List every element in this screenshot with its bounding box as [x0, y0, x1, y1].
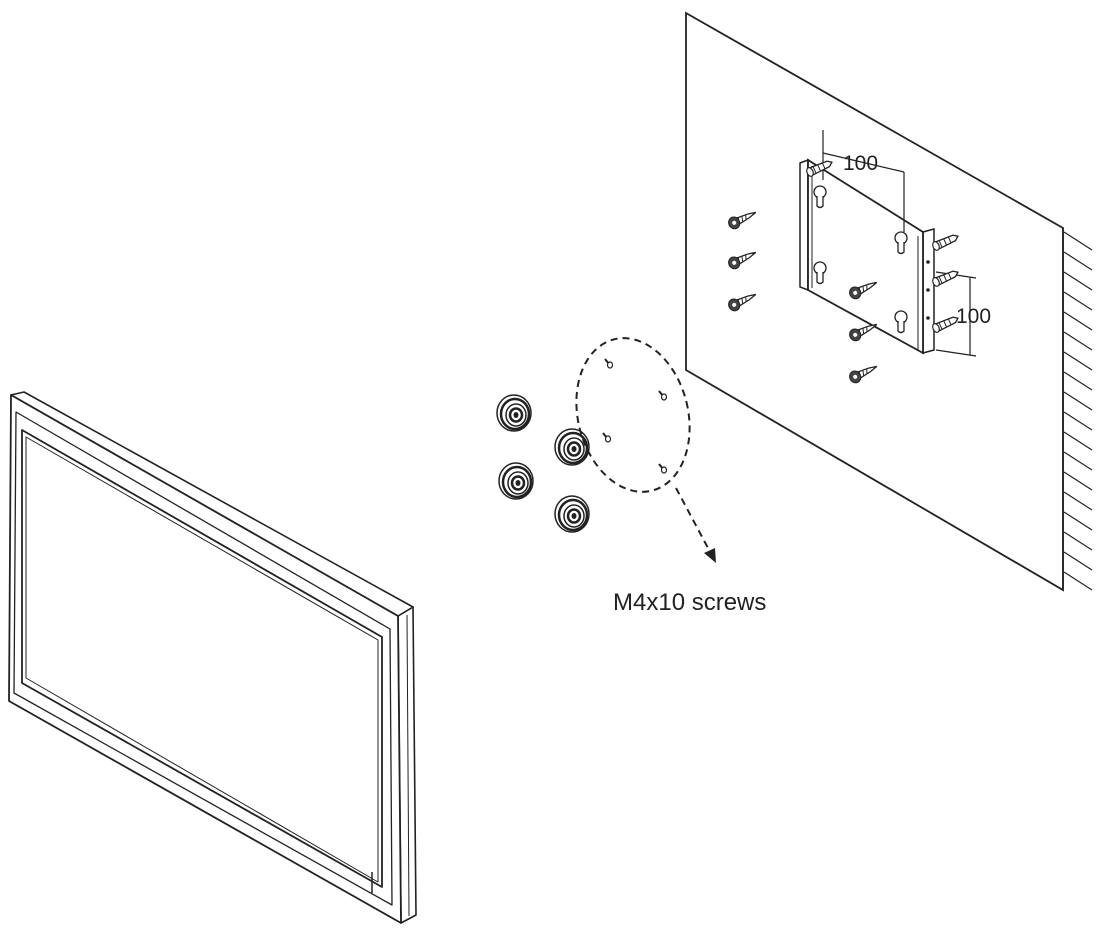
screws-dashed-outline: [575, 337, 691, 493]
m4x10-screw-icon: [604, 358, 614, 369]
monitor-screen: [21, 429, 383, 888]
m4x10-screw-icon: [658, 390, 668, 401]
dimension-horizontal: [822, 130, 905, 232]
bracket-plate: [807, 158, 924, 355]
spacer-icon: [553, 494, 591, 534]
callout-arrow-line: [675, 487, 709, 549]
dimension-vertical-label: 100: [956, 305, 991, 328]
spacer-icon: [497, 461, 535, 501]
bracket-left-flange: [799, 158, 809, 292]
monitor-bezel-inner: [13, 411, 393, 906]
spacers: [495, 393, 591, 534]
wall-mount-bracket: [799, 158, 935, 355]
callout-arrow-head: [704, 548, 716, 563]
m4x10-screw-icon: [602, 432, 612, 443]
spacer-icon: [553, 427, 591, 467]
screws-callout-label: M4x10 screws: [613, 589, 766, 616]
monitor-screen-inner: [25, 436, 379, 883]
dimension-horizontal-label: 100: [843, 152, 878, 175]
spacer-icon: [495, 393, 533, 433]
m4x10-screws-group: [575, 337, 716, 563]
monitor: [8, 391, 417, 924]
wall-hatching: [1063, 231, 1093, 591]
m4x10-screw-icon: [658, 463, 668, 474]
